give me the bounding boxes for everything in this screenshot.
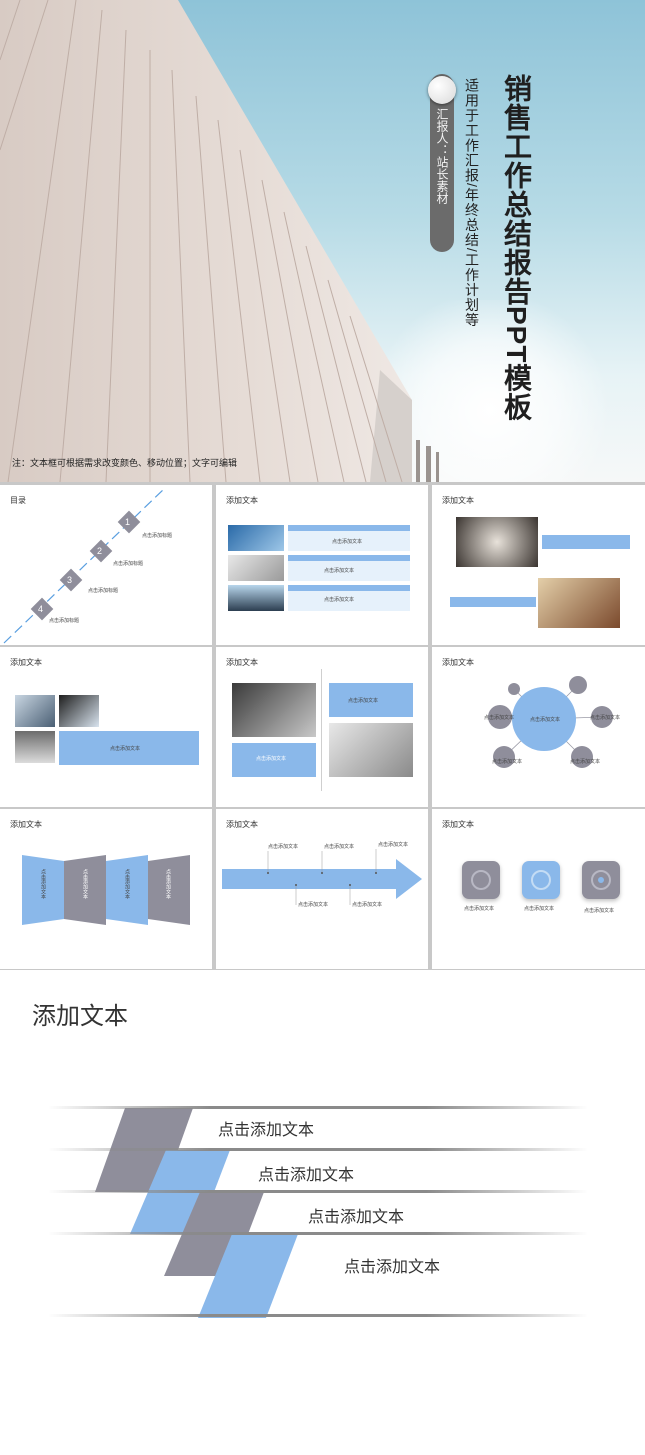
text-box xyxy=(232,743,316,777)
separator-line xyxy=(48,1148,588,1151)
office-photo xyxy=(228,525,284,551)
reporter-text: 汇报人：站长素材 xyxy=(435,108,449,204)
laptop-photo xyxy=(232,683,316,737)
slide-3[interactable]: 添加文本 xyxy=(432,485,645,645)
panel-label: 点击添加文本 xyxy=(40,869,46,899)
slide-title: 添加文本 xyxy=(226,820,258,829)
slide-4[interactable]: 添加文本 点击添加文本 xyxy=(0,647,212,807)
toc-num-4: 4 xyxy=(38,604,44,614)
typing-photo xyxy=(329,723,413,777)
slide-title: 添加文本 xyxy=(10,820,42,829)
cover-title: 销售工作总结报告PPT模板 xyxy=(501,74,532,422)
slide-9[interactable]: 添加文本 点击添加文本 点击添加文本 点击添加文本 xyxy=(432,809,645,969)
target-icon xyxy=(462,861,500,899)
slide-title: 添加文本 xyxy=(442,496,474,505)
slide-title: 添加文本 xyxy=(10,658,42,667)
separator-line xyxy=(48,1190,588,1193)
icon-label: 点击添加文本 xyxy=(464,906,495,912)
toc-num-2: 2 xyxy=(97,546,103,556)
blue-bar xyxy=(450,597,536,607)
toc-num-3: 3 xyxy=(67,575,73,585)
step-label-2: 点击添加文本 xyxy=(258,1167,355,1184)
cover-slide: 汇报人：站长素材 适用于工作汇报/年终总结/工作计划等 销售工作总结报告PPT模… xyxy=(0,0,645,482)
text-box xyxy=(329,683,413,717)
slide-thumbnail-grid: 目录 1 点击添加标题 2 点击添加标题 3 点击添加标题 4 点击添加标题 添… xyxy=(0,482,645,970)
slide-7[interactable]: 添加文本 点击添加文本 点击添加文本 点击添加文本 点击添加文本 xyxy=(0,809,212,969)
timeline-label: 点击添加文本 xyxy=(352,902,383,908)
text-box xyxy=(288,591,410,611)
bar xyxy=(288,585,410,591)
separator-line xyxy=(48,1314,588,1317)
toc-item-2: 点击添加标题 xyxy=(113,561,144,567)
placeholder-text: 点击添加文本 xyxy=(110,746,141,752)
slide-title: 添加文本 xyxy=(226,496,258,505)
timeline-arrow xyxy=(222,849,422,905)
handshake-photo xyxy=(228,555,284,581)
timeline-label: 点击添加文本 xyxy=(378,842,409,848)
placeholder-text: 点击添加文本 xyxy=(256,756,287,762)
pill-knob-icon xyxy=(428,76,456,104)
tablet-photo xyxy=(59,695,99,727)
slide-title: 添加文本 xyxy=(442,820,474,829)
separator-line xyxy=(48,1232,588,1235)
bubble-label: 点击添加文本 xyxy=(484,715,515,721)
target-icon xyxy=(522,861,560,899)
text-box xyxy=(288,531,410,551)
timeline-label: 点击添加文本 xyxy=(324,844,355,850)
timeline-label: 点击添加文本 xyxy=(268,844,299,850)
slide-2[interactable]: 添加文本 点击添加文本 点击添加文本 点击添加文本 xyxy=(216,485,428,645)
blue-bar xyxy=(542,535,630,549)
slide-title: 目录 xyxy=(10,496,26,505)
group-photo xyxy=(538,578,620,628)
cover-note: 注：文本框可根据需求改变颜色、移动位置；文字可编辑 xyxy=(12,458,238,468)
slide-8[interactable]: 添加文本 点击添加文本 点击添加文本 点击添加文本 点击添加文本 点击添加文本 xyxy=(216,809,428,969)
text-box xyxy=(59,731,199,765)
bar xyxy=(288,525,410,531)
panel-label: 点击添加文本 xyxy=(124,869,130,899)
text-box xyxy=(288,561,410,581)
step-label-4: 点击添加文本 xyxy=(344,1259,441,1276)
timeline-label: 点击添加文本 xyxy=(298,902,329,908)
toc-item-1: 点击添加标题 xyxy=(142,533,173,539)
writing-photo xyxy=(15,695,55,727)
toc-item-4: 点击添加标题 xyxy=(49,618,80,624)
step-label-3: 点击添加文本 xyxy=(308,1209,405,1226)
center-label: 点击添加文本 xyxy=(530,717,561,723)
bubble-label: 点击添加文本 xyxy=(590,715,621,721)
slide-title: 添加文本 xyxy=(32,1003,128,1030)
toc-diagonal-line xyxy=(3,486,167,644)
bar xyxy=(288,555,410,561)
divider xyxy=(321,669,322,791)
cover-subtitle: 适用于工作汇报/年终总结/工作计划等 xyxy=(464,78,480,328)
bubble-label: 点击添加文本 xyxy=(570,759,601,765)
slide-5[interactable]: 添加文本 点击添加文本 点击添加文本 xyxy=(216,647,428,807)
placeholder-text: 点击添加文本 xyxy=(324,597,355,603)
slide-title: 添加文本 xyxy=(226,658,258,667)
step-label-1: 点击添加文本 xyxy=(218,1122,315,1139)
slide-toc[interactable]: 目录 1 点击添加标题 2 点击添加标题 3 点击添加标题 4 点击添加标题 xyxy=(0,485,212,645)
slide-6[interactable]: 添加文本 点击添加文本 点击添加文本 点击添加文本 点击添加文本 点击添加文本 xyxy=(432,647,645,807)
icon-label: 点击添加文本 xyxy=(524,906,555,912)
placeholder-text: 点击添加文本 xyxy=(324,568,355,574)
toc-num-1: 1 xyxy=(125,517,131,527)
placeholder-text: 点击添加文本 xyxy=(332,539,363,545)
placeholder-text: 点击添加文本 xyxy=(348,698,379,704)
meeting-photo xyxy=(456,517,538,567)
team-photo xyxy=(228,585,284,611)
bubble-label: 点击添加文本 xyxy=(492,759,523,765)
folded-panels xyxy=(22,855,190,925)
panel-label: 点击添加文本 xyxy=(165,869,171,899)
separator-line xyxy=(48,1106,588,1109)
toc-item-3: 点击添加标题 xyxy=(88,588,119,594)
icon-label: 点击添加文本 xyxy=(584,908,615,914)
target-icon xyxy=(582,861,620,899)
building-facade-image xyxy=(0,0,439,482)
content-slide: 添加文本 点击添加文本 点击添加文本 点击添加文本 点击添加文本 xyxy=(0,970,645,1455)
bubble-diagram xyxy=(488,676,613,768)
slide-title: 添加文本 xyxy=(442,658,474,667)
panel-label: 点击添加文本 xyxy=(82,869,88,899)
chart-photo xyxy=(15,731,55,763)
